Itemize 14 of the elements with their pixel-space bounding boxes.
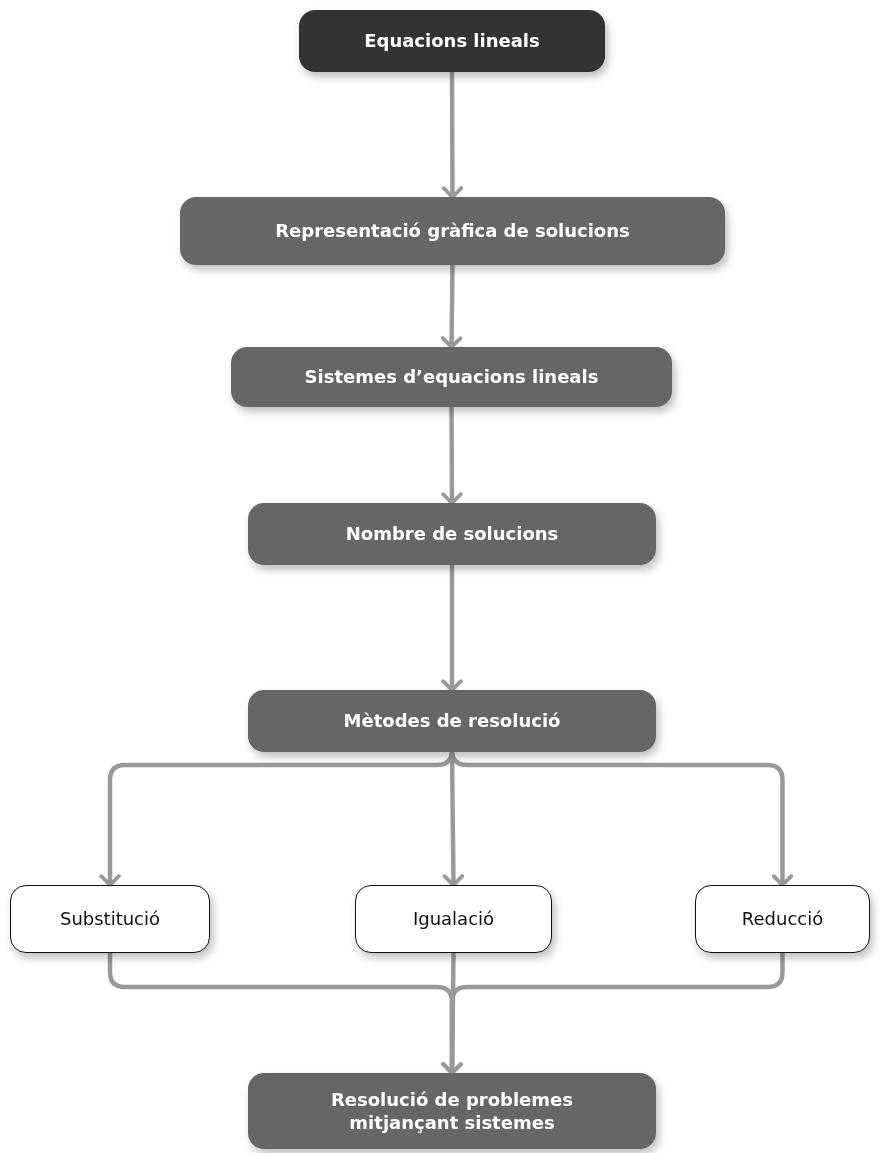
- process-box: Sistemes d’equacions lineals: [231, 347, 672, 407]
- process-box: Representació gràfica de solucions: [180, 197, 725, 265]
- process-box: Resolució de problemes mitjançant sistemes: [248, 1073, 656, 1149]
- arrow: [441, 72, 464, 199]
- process-box: Mètodes de resolució: [248, 690, 656, 752]
- arrow: [441, 565, 463, 692]
- method-box: Reducció: [695, 885, 870, 953]
- method-box: Igualació: [355, 885, 552, 953]
- arrow: [441, 953, 785, 1075]
- method-box: Substitució: [10, 885, 210, 953]
- process-box: Nombre de solucions: [248, 503, 656, 565]
- arrow: [441, 407, 463, 505]
- process-box: Equacions lineals: [299, 10, 605, 72]
- arrow: [440, 264, 463, 349]
